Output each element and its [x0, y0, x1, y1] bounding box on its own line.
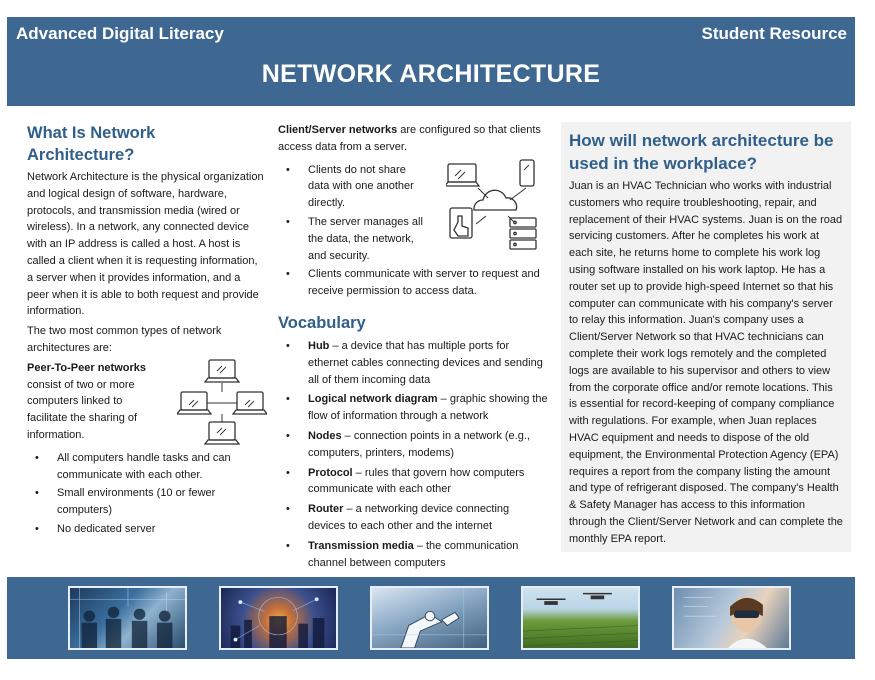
- vocab-term: Nodes: [308, 429, 342, 442]
- vocab-term: Hub: [308, 339, 330, 352]
- list-item: Small environments (10 or fewer computer…: [27, 485, 265, 519]
- vocab-definition: – rules that govern how computers commun…: [308, 466, 525, 496]
- vocab-item-hub: Hub – a device that has multiple ports f…: [278, 338, 548, 388]
- vocab-item-nodes: Nodes – connection points in a network (…: [278, 428, 548, 462]
- vocab-definition: – the communication channel between comp…: [308, 539, 519, 569]
- vocab-term: Transmission media: [308, 539, 414, 552]
- list-item: All computers handle tasks and can commu…: [27, 450, 265, 484]
- course-label: Advanced Digital Literacy: [16, 24, 224, 43]
- vocab-definition: – graphic showing the flow of informatio…: [308, 393, 548, 423]
- workplace-panel: How will network architecture be used in…: [561, 122, 851, 552]
- what-is-section: What Is Network Architecture? Network Ar…: [27, 122, 269, 540]
- client-server-network-icon: [443, 158, 546, 258]
- scientist-vr-photo: [672, 586, 791, 650]
- list-item: No dedicated server: [27, 521, 265, 538]
- client-server-block: Clients do not share data with one anoth…: [278, 158, 548, 300]
- page-title: NETWORK ARCHITECTURE: [261, 60, 601, 88]
- vocab-term: Protocol: [308, 466, 353, 479]
- vocab-item-logical-network-diagram: Logical network diagram – graphic showin…: [278, 391, 548, 425]
- workplace-body: Juan is an HVAC Technician who works wit…: [569, 180, 843, 545]
- vocab-term: Router: [308, 503, 344, 516]
- team-technology-photo: [68, 586, 187, 650]
- client-server-intro: Client/Server networks are configured so…: [278, 122, 548, 156]
- two-types-text: The two most common types of network arc…: [27, 325, 222, 354]
- client-server-section: Client/Server networks are configured so…: [278, 122, 548, 574]
- workplace-heading: How will network architecture be used in…: [569, 131, 834, 173]
- vocab-definition: – a device that has multiple ports for e…: [308, 339, 543, 386]
- vocabulary-list: Hub – a device that has multiple ports f…: [278, 338, 548, 571]
- resource-label: Student Resource: [701, 24, 847, 43]
- vocab-item-transmission-media: Transmission media – the communication c…: [278, 538, 548, 572]
- vocab-item-protocol: Protocol – rules that govern how compute…: [278, 465, 548, 499]
- robotic-arm-photo: [370, 586, 489, 650]
- vocabulary-heading: Vocabulary: [278, 313, 366, 332]
- vocab-definition: – connection points in a network (e.g., …: [308, 429, 530, 459]
- agricultural-drone-photo: [521, 586, 640, 650]
- page-header: Advanced Digital Literacy Student Resour…: [7, 17, 855, 106]
- vocab-item-router: Router – a networking device connecting …: [278, 501, 548, 535]
- peer-to-peer-network-icon: [175, 358, 269, 448]
- list-item: The server manages all the data, the net…: [278, 214, 428, 264]
- vocabulary-section: Vocabulary Hub – a device that has multi…: [278, 312, 548, 571]
- smart-city-photo: [219, 586, 338, 650]
- what-is-heading: What Is Network Architecture?: [27, 124, 156, 164]
- list-item: Clients communicate with server to reque…: [278, 266, 548, 300]
- p2p-description: consist of two or more computers linked …: [27, 378, 138, 441]
- p2p-bullet-list: All computers handle tasks and can commu…: [27, 450, 265, 538]
- client-server-bullet-list: Clients do not share data with one anoth…: [278, 162, 548, 300]
- client-server-title: Client/Server networks: [278, 124, 398, 136]
- vocab-term: Logical network diagram: [308, 393, 438, 406]
- p2p-block: Peer-To-Peer networks consist of two or …: [27, 359, 269, 445]
- image-strip: [7, 577, 855, 659]
- what-is-body: Network Architecture is the physical org…: [27, 171, 264, 318]
- vocab-definition: – a networking device connecting devices…: [308, 503, 510, 532]
- p2p-title: Peer-To-Peer networks: [27, 361, 147, 374]
- list-item: Clients do not share data with one anoth…: [278, 162, 428, 212]
- client-server-desc: are configured so that clients access da…: [278, 124, 541, 153]
